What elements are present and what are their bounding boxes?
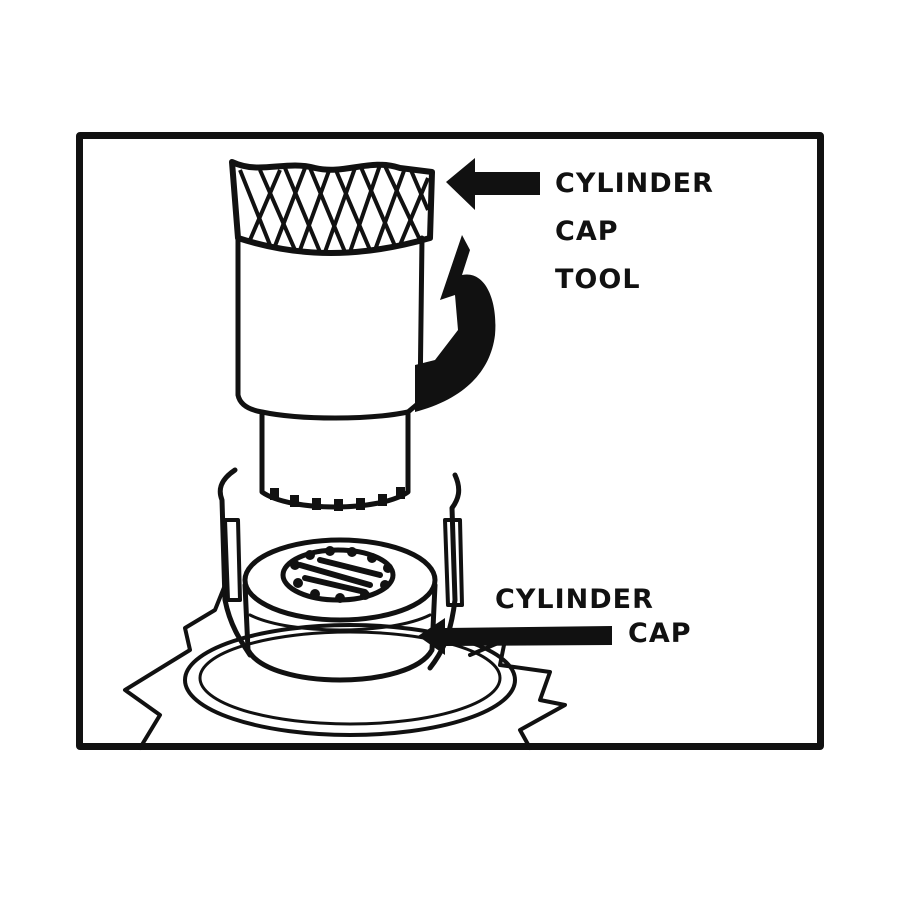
rotation-arrow bbox=[415, 235, 496, 412]
socket-teeth bbox=[270, 487, 405, 511]
tool-label: CYLINDER CAP TOOL bbox=[555, 160, 714, 304]
diagram-frame bbox=[76, 132, 824, 750]
cap-label-line1: CYLINDER bbox=[495, 584, 654, 615]
cylinder-cap-top bbox=[242, 537, 438, 623]
cylinder-cap-side bbox=[242, 582, 438, 683]
cap-label-line2: CAP bbox=[628, 618, 692, 649]
base-flange-inner bbox=[198, 630, 502, 726]
tool-pointer-arrow bbox=[446, 158, 540, 210]
tool-body bbox=[235, 235, 425, 421]
tool-label-line3: TOOL bbox=[555, 264, 641, 295]
housing-right-lug bbox=[443, 518, 464, 607]
knurl-pattern bbox=[238, 164, 430, 253]
housing-body bbox=[217, 467, 462, 671]
tool-knurled-grip bbox=[229, 159, 435, 256]
tool-socket bbox=[259, 409, 411, 510]
base-flange-outer bbox=[183, 623, 517, 737]
tool-label-line1: CYLINDER bbox=[555, 168, 714, 199]
cap-label-line1-wrap: CYLINDER bbox=[495, 576, 654, 624]
housing-left-lug bbox=[223, 518, 242, 602]
tool-label-line2: CAP bbox=[555, 216, 619, 247]
cap-label-line2-wrap: CAP bbox=[628, 610, 692, 658]
cap-pointer-arrow bbox=[418, 618, 612, 655]
